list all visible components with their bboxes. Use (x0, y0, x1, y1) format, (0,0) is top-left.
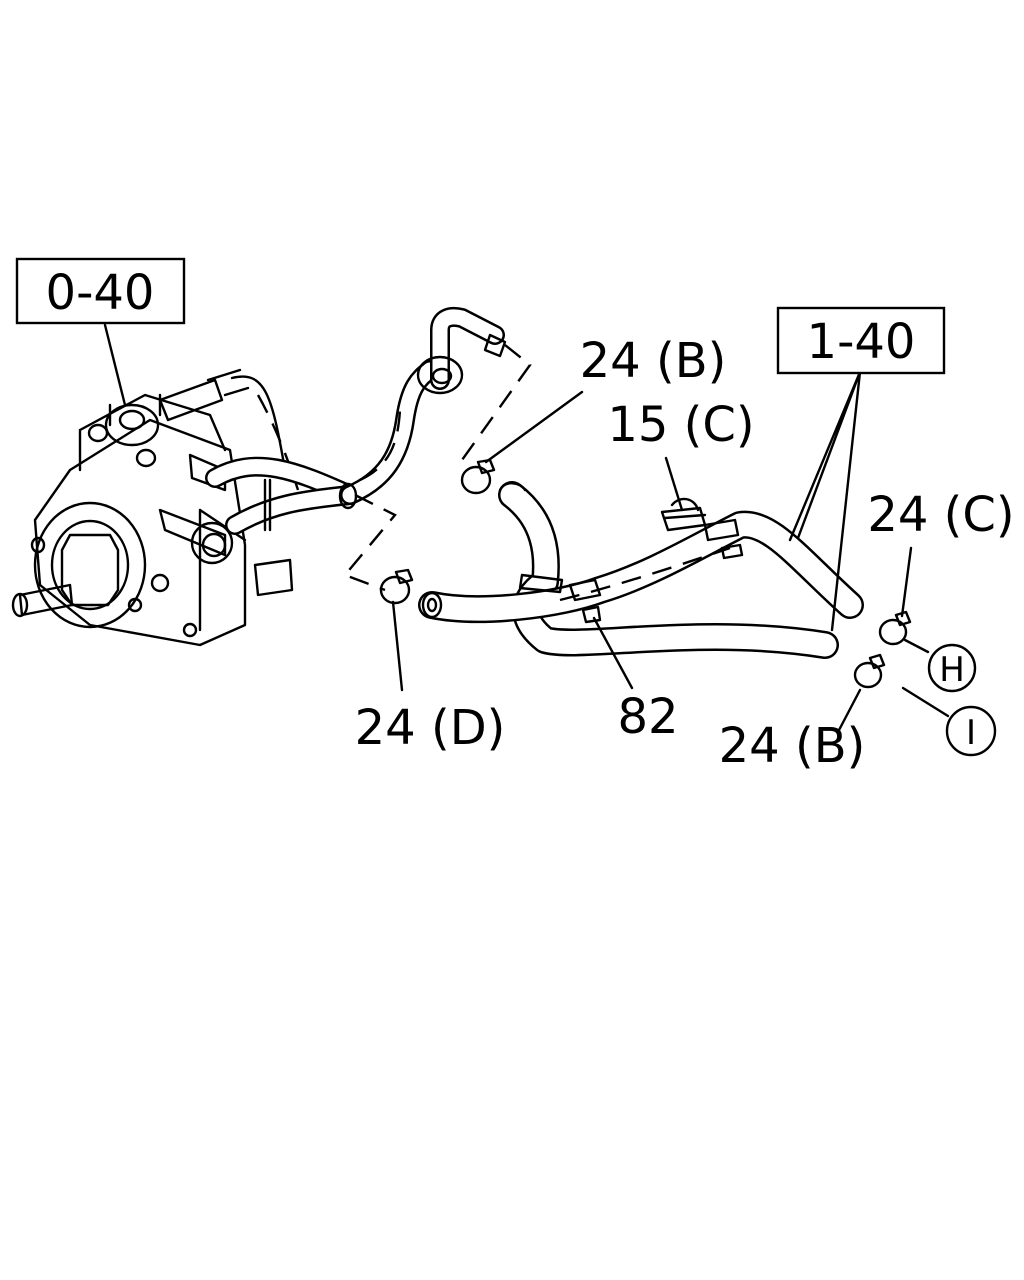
pump-ref-label: 0-40 (46, 265, 155, 321)
callout-15c: 15 (C) (607, 397, 754, 453)
leader-1-40 (788, 370, 862, 632)
fuel-hose-assembly (418, 481, 864, 659)
injection-pump (11, 368, 294, 647)
hose-ref-label: 1-40 (807, 314, 916, 370)
callout-82: 82 (617, 689, 678, 745)
callout-24b-bottom: 24 (B) (719, 718, 866, 774)
connector-h-label: H (939, 650, 965, 690)
leader-i (901, 686, 950, 718)
leader-82 (592, 616, 634, 690)
leader-0-40 (103, 323, 127, 407)
return-pipe (230, 375, 287, 472)
connector-i-circle (945, 705, 997, 757)
leader-24d (391, 600, 404, 692)
clamp-24d (379, 568, 414, 605)
hose-clips (518, 518, 744, 602)
connector-i-label: I (966, 713, 976, 753)
clamp-24b-bottom (853, 653, 886, 689)
leader-24c (900, 546, 913, 618)
callout-24c: 24 (C) (867, 487, 1014, 543)
pump-outlet-tube (205, 360, 440, 535)
leader-24b-top (484, 390, 584, 464)
callout-24d: 24 (D) (355, 700, 506, 756)
pump-ref-box (15, 257, 186, 325)
callout-24b-top: 24 (B) (580, 333, 727, 389)
leader-left-dashed (342, 493, 397, 592)
banjo-fitting (416, 306, 507, 395)
leader-24b-bottom (836, 688, 862, 734)
return-pipe-hidden (256, 394, 300, 491)
leader-h (903, 638, 930, 654)
leader-15c (664, 456, 684, 512)
clip-82 (581, 605, 602, 624)
connector-h-circle (927, 643, 977, 693)
clamp-24b-top (460, 458, 496, 495)
leader-top-dashed (461, 344, 532, 461)
hose-ref-box (776, 306, 946, 375)
clip-15c (660, 497, 707, 532)
